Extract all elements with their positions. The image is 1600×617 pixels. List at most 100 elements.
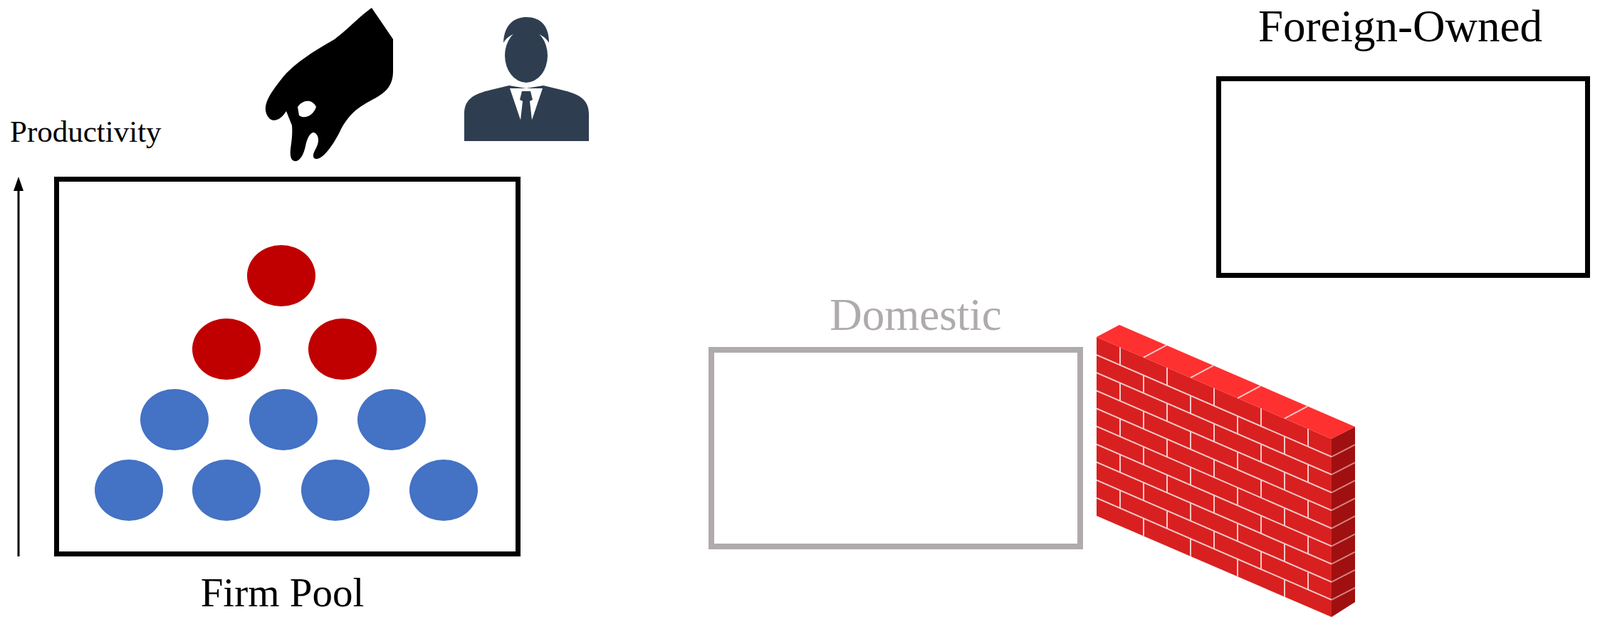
axis-label: Productivity bbox=[9, 116, 162, 147]
mortar-line bbox=[1096, 408, 1332, 510]
mortar-line bbox=[1189, 467, 1192, 485]
firm-circle bbox=[247, 244, 316, 307]
firm-circle bbox=[192, 318, 261, 380]
mortar-line bbox=[1213, 459, 1215, 478]
mortar-line bbox=[1331, 444, 1356, 457]
mortar-line bbox=[1284, 405, 1308, 418]
domestic-box: Domestic bbox=[708, 346, 1084, 549]
mortar-line bbox=[1143, 345, 1167, 358]
wall-mortar bbox=[1096, 346, 1332, 600]
wall-front bbox=[1096, 336, 1332, 617]
mortar-line bbox=[1096, 426, 1332, 529]
hand-icon bbox=[265, 7, 394, 161]
mortar-line bbox=[1236, 487, 1239, 505]
mortar-line bbox=[1096, 497, 1332, 600]
mortar-line bbox=[1331, 497, 1356, 510]
mortar-line bbox=[1283, 507, 1286, 526]
mortar-line bbox=[1142, 375, 1145, 394]
mortar-line bbox=[1213, 530, 1215, 549]
mortar-line bbox=[1283, 543, 1286, 562]
firm-circle bbox=[409, 459, 478, 521]
firm-circle bbox=[192, 459, 261, 521]
mortar-line bbox=[1331, 462, 1356, 475]
mortar-line bbox=[1307, 499, 1309, 518]
mortar-line bbox=[1260, 551, 1262, 569]
mortar-line bbox=[1189, 502, 1192, 521]
mortar-line bbox=[1331, 569, 1356, 582]
mortar-line bbox=[1307, 428, 1309, 447]
mortar-line bbox=[1237, 385, 1261, 399]
mortar-line bbox=[1260, 443, 1262, 462]
mortar-line bbox=[1119, 454, 1121, 473]
mortar-line bbox=[1260, 408, 1262, 426]
mortar-line bbox=[1236, 523, 1239, 542]
mortar-line bbox=[1096, 462, 1332, 564]
mortar-line bbox=[1142, 410, 1145, 429]
mortar-line bbox=[1096, 390, 1332, 493]
mortar-line bbox=[1331, 534, 1356, 547]
mortar-line bbox=[1283, 472, 1286, 490]
mortar-line bbox=[1331, 587, 1356, 600]
mortar-line bbox=[1236, 415, 1239, 434]
person-head bbox=[504, 28, 548, 83]
mortar-line bbox=[1213, 494, 1215, 513]
mortar-line bbox=[1307, 571, 1309, 590]
mortar-line bbox=[1190, 365, 1214, 378]
mortar-line bbox=[1213, 388, 1215, 406]
mortar-line bbox=[1166, 403, 1168, 421]
mortar-line bbox=[1331, 551, 1356, 564]
mortar-line bbox=[1096, 354, 1332, 457]
firm-circles bbox=[94, 244, 478, 521]
firm-circle bbox=[94, 459, 164, 521]
axis-arrowhead bbox=[13, 176, 24, 191]
node-label: Foreign-Owned bbox=[1218, 4, 1583, 50]
foreign-owned-box: Foreign-Owned bbox=[1216, 76, 1591, 278]
firm-circle bbox=[140, 388, 209, 451]
wall-mortar bbox=[1143, 345, 1308, 419]
firm-circle bbox=[308, 318, 377, 380]
firm-pool-box: Firm Pool bbox=[54, 176, 521, 557]
brick-wall bbox=[1096, 324, 1356, 617]
hand-icon-gap bbox=[297, 101, 317, 118]
mortar-line bbox=[1307, 535, 1309, 554]
mortar-line bbox=[1119, 418, 1121, 437]
wall-side bbox=[1331, 426, 1356, 617]
node-label: Firm Pool bbox=[54, 571, 511, 613]
person-hair bbox=[503, 17, 549, 43]
mortar-line bbox=[1166, 510, 1168, 529]
mortar-line bbox=[1166, 367, 1168, 386]
mortar-line bbox=[1096, 444, 1332, 547]
mortar-line bbox=[1283, 578, 1286, 597]
mortar-line bbox=[1189, 538, 1192, 557]
mortar-line bbox=[1331, 479, 1356, 493]
mortar-line bbox=[1096, 479, 1332, 582]
mortar-line bbox=[1166, 438, 1168, 457]
person-tie bbox=[519, 91, 534, 139]
mortar-line bbox=[1096, 372, 1332, 475]
mortar-line bbox=[1166, 474, 1168, 493]
mortar-line bbox=[1142, 482, 1145, 500]
mortar-line bbox=[1331, 516, 1356, 529]
wall-mortar bbox=[1331, 444, 1356, 600]
mortar-line bbox=[1119, 383, 1121, 401]
mortar-line bbox=[1236, 451, 1239, 470]
firm-circle bbox=[249, 388, 318, 451]
mortar-line bbox=[1213, 423, 1215, 442]
mortar-line bbox=[1260, 479, 1262, 498]
node-label: Domestic bbox=[734, 292, 1098, 338]
mortar-line bbox=[1236, 558, 1239, 577]
firm-circle bbox=[301, 459, 370, 521]
mortar-line bbox=[1119, 346, 1121, 365]
mortar-line bbox=[1142, 446, 1145, 465]
wall-top bbox=[1096, 324, 1356, 439]
mortar-line bbox=[1283, 436, 1286, 455]
productivity-axis bbox=[17, 186, 20, 557]
mortar-line bbox=[1307, 464, 1309, 483]
person-shirt bbox=[509, 88, 543, 137]
mortar-line bbox=[1189, 431, 1192, 450]
person-body bbox=[464, 85, 589, 141]
mortar-line bbox=[1119, 489, 1121, 508]
mortar-line bbox=[1142, 518, 1145, 537]
